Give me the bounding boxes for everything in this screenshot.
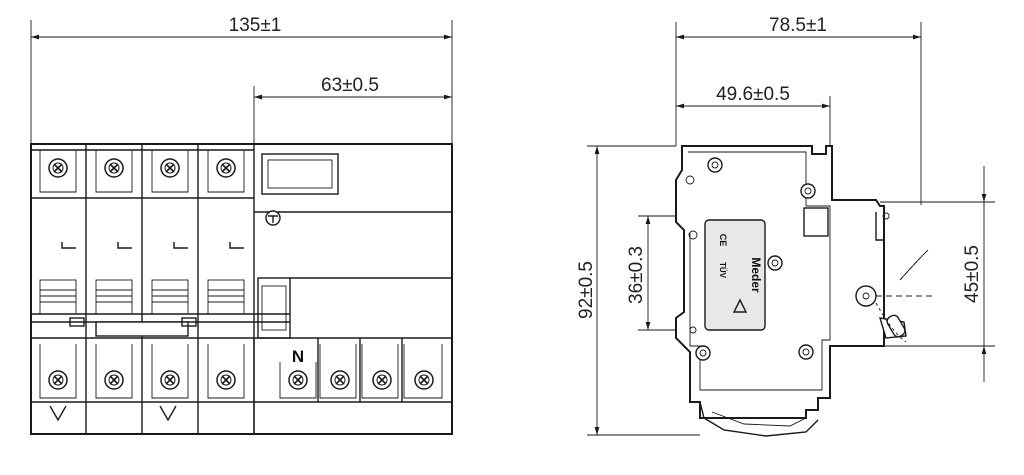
din-clips	[49, 405, 177, 422]
neutral-label: N	[292, 347, 304, 366]
dimension-side-handle-travel: 45±0.5	[880, 166, 995, 382]
mounting-holes	[685, 157, 816, 361]
dimension-label: 78.5±1	[769, 15, 827, 36]
side-body-outline	[675, 145, 885, 419]
dimension-side-depth-to-face: 49.6±0.5	[676, 84, 831, 146]
operating-handle	[855, 249, 934, 343]
dimension-label: 36±0.3	[626, 246, 647, 304]
ce-mark: CE	[718, 234, 728, 247]
rating-label-panel: Meder CE TÜV	[704, 219, 766, 331]
tuv-mark: TÜV	[718, 262, 727, 279]
brand-logo: Meder	[749, 257, 763, 293]
dimension-front-rcd-width: 63±0.5	[253, 75, 452, 145]
rcd-module	[253, 153, 452, 434]
dimension-label: 49.6±0.5	[716, 84, 790, 105]
dimension-side-rail: 36±0.3	[626, 215, 680, 331]
test-button-icon	[265, 210, 281, 226]
dimension-side-height: 92±0.5	[576, 145, 700, 436]
front-view: 135±1 63±0.5	[30, 15, 453, 435]
dimension-label: 92±0.5	[576, 261, 597, 319]
handle-tie-bar	[31, 313, 290, 339]
rcd-pole-dividers	[317, 338, 403, 402]
breaker-body-outline	[30, 143, 453, 435]
dimension-label: 63±0.5	[321, 75, 379, 96]
side-view: 78.5±1 49.6±0.5 92±0.5 36±0.3	[576, 15, 995, 437]
dimension-label: 45±0.5	[962, 245, 983, 303]
dimension-front-total-width: 135±1	[30, 15, 453, 145]
din-clip-foot	[699, 401, 819, 437]
dimension-side-depth: 78.5±1	[675, 15, 922, 205]
dimension-label: 135±1	[229, 15, 282, 36]
warning-triangle-icon	[732, 298, 748, 313]
